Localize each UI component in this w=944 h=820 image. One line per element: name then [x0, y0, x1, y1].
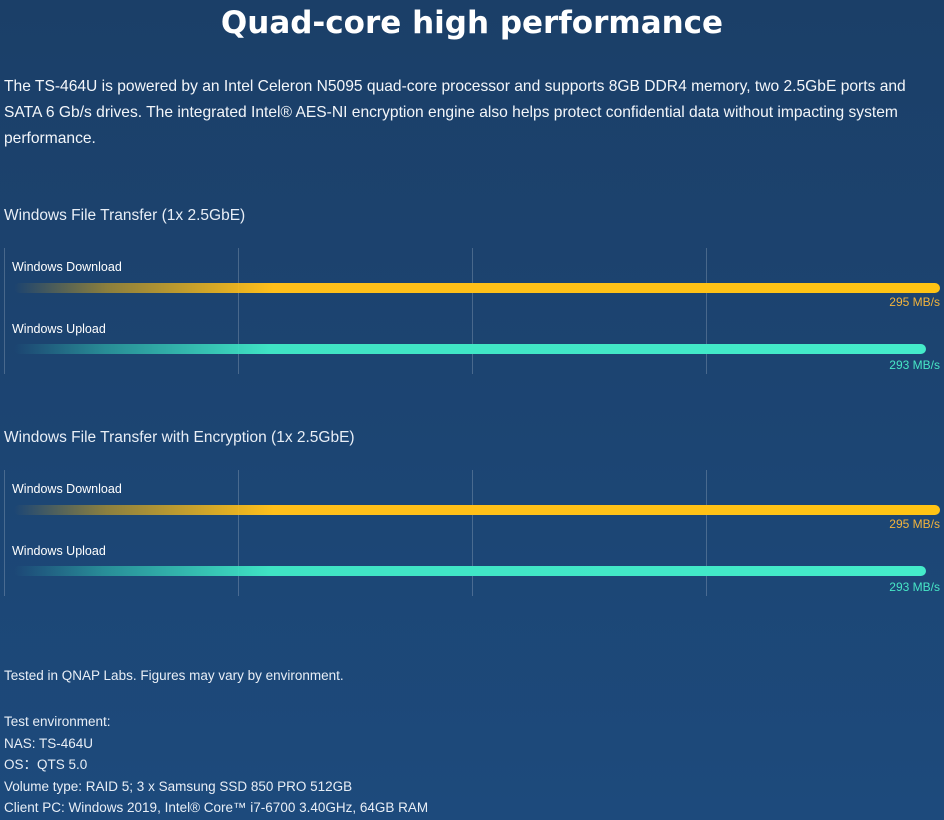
bar-upload — [14, 566, 926, 576]
bar-value-upload: 293 MB/s — [889, 358, 940, 372]
bar-download — [14, 283, 940, 293]
bar-value-upload: 293 MB/s — [889, 580, 940, 594]
bar-label-upload: Windows Upload — [12, 322, 106, 336]
env-volume: Volume type: RAID 5; 3 x Samsung SSD 850… — [4, 778, 353, 794]
env-os: OS：QTS 5.0 — [4, 757, 88, 772]
gridline — [4, 248, 5, 374]
page-title: Quad-core high performance — [220, 5, 724, 41]
bar-upload — [14, 344, 926, 354]
bar-track-download — [14, 283, 940, 293]
bar-download — [14, 505, 940, 515]
env-heading: Test environment: — [4, 714, 111, 729]
gridline — [706, 470, 707, 596]
chart-title-file-transfer-encryption: Windows File Transfer with Encryption (1… — [4, 429, 355, 446]
gridline — [472, 470, 473, 596]
env-client: Client PC: Windows 2019, Intel® Core™ i7… — [4, 800, 429, 815]
bar-track-download — [14, 505, 940, 515]
bar-label-upload: Windows Upload — [12, 544, 106, 558]
chart-file-transfer-encryption: Windows Download 295 MB/s Windows Upload… — [4, 470, 940, 596]
env-nas: NAS: TS-464U — [4, 735, 94, 751]
bar-track-upload — [14, 344, 926, 354]
gridline — [706, 248, 707, 374]
test-notes: Tested in QNAP Labs. Figures may vary by… — [4, 668, 344, 683]
bar-label-download: Windows Download — [12, 482, 122, 496]
gridline — [4, 470, 5, 596]
chart-file-transfer: Windows Download 295 MB/s Windows Upload… — [4, 248, 940, 374]
gridline — [238, 248, 239, 374]
gridline — [238, 470, 239, 596]
bar-value-download: 295 MB/s — [889, 517, 940, 531]
test-environment: Test environment: NAS: TS-464U OS：QTS 5.… — [4, 711, 428, 819]
bar-label-download: Windows Download — [12, 260, 122, 274]
bar-track-upload — [14, 566, 926, 576]
bar-value-download: 295 MB/s — [889, 295, 940, 309]
intro-text: The TS-464U is powered by an Intel Celer… — [4, 78, 906, 147]
chart-title-file-transfer: Windows File Transfer (1x 2.5GbE) — [4, 207, 246, 224]
gridline — [472, 248, 473, 374]
